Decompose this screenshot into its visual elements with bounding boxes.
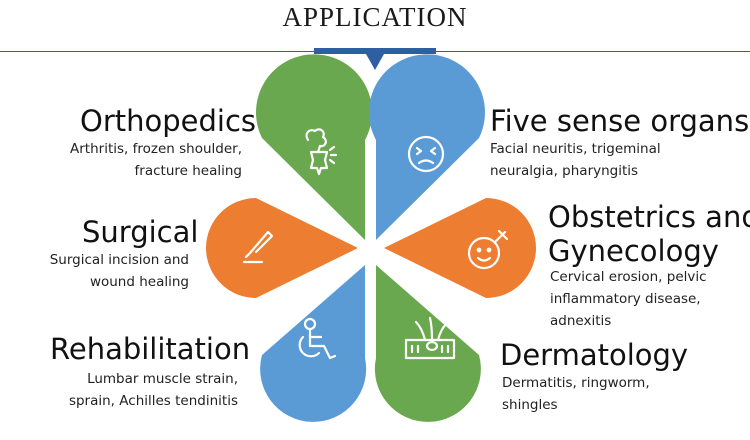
obstetrics-desc-line: adnexitis bbox=[550, 313, 612, 329]
surgical-description: Surgical incision and wound healing bbox=[40, 249, 189, 293]
orthopedics-desc-line: Arthritis, frozen shoulder, bbox=[70, 141, 242, 157]
petal-orthopedics bbox=[256, 54, 373, 240]
obstetrics-title-line: Gynecology bbox=[548, 234, 719, 268]
five-sense-description: Facial neuritis, trigeminal neuralgia, p… bbox=[490, 138, 690, 182]
five-sense-title: Five sense organs bbox=[490, 104, 750, 138]
rehabilitation-desc-line: sprain, Achilles tendinitis bbox=[68, 393, 238, 409]
bone-joint-icon bbox=[305, 128, 338, 176]
surgical-title: Surgical bbox=[82, 215, 199, 249]
obstetrics-description: Cervical erosion, pelvic inflammatory di… bbox=[550, 266, 740, 332]
header-notch bbox=[366, 54, 384, 70]
petal-surgical bbox=[206, 198, 358, 298]
obstetrics-title-line: Obstetrics and bbox=[548, 200, 750, 234]
female-symbol-face-icon bbox=[467, 229, 509, 270]
obstetrics-desc-line: Cervical erosion, pelvic bbox=[550, 269, 707, 285]
header-accent-bar bbox=[314, 48, 436, 54]
orthopedics-desc-line: fracture healing bbox=[134, 163, 242, 179]
obstetrics-desc-line: inflammatory disease, bbox=[550, 291, 701, 307]
dermatology-desc-line: shingles bbox=[502, 397, 558, 413]
five-sense-desc-line: neuralgia, pharyngitis bbox=[490, 163, 639, 179]
surgical-desc-line: Surgical incision and bbox=[49, 252, 189, 268]
petal-rehabilitation bbox=[260, 265, 367, 422]
surgical-desc-line: wound healing bbox=[89, 274, 189, 290]
skin-hair-icon bbox=[404, 316, 456, 360]
dermatology-description: Dermatitis, ringworm, shingles bbox=[502, 372, 692, 416]
orthopedics-description: Arthritis, frozen shoulder, fracture hea… bbox=[60, 138, 242, 182]
orthopedics-title: Orthopedics bbox=[80, 104, 257, 138]
rehabilitation-desc-line: Lumbar muscle strain, bbox=[87, 371, 238, 387]
obstetrics-title: Obstetrics and Gynecology bbox=[548, 200, 750, 268]
face-icon bbox=[407, 135, 445, 173]
petal-obstetrics bbox=[384, 198, 536, 298]
scalpel-icon bbox=[242, 230, 274, 264]
dermatology-title: Dermatology bbox=[500, 338, 689, 372]
petal-five-sense bbox=[368, 54, 485, 240]
wheelchair-icon bbox=[298, 317, 337, 360]
rehabilitation-description: Lumbar muscle strain, sprain, Achilles t… bbox=[40, 368, 238, 412]
dermatology-desc-line: Dermatitis, ringworm, bbox=[502, 375, 650, 391]
page-title: APPLICATION bbox=[282, 2, 468, 32]
rehabilitation-title: Rehabilitation bbox=[50, 332, 251, 366]
five-sense-desc-line: Facial neuritis, trigeminal bbox=[490, 141, 661, 157]
